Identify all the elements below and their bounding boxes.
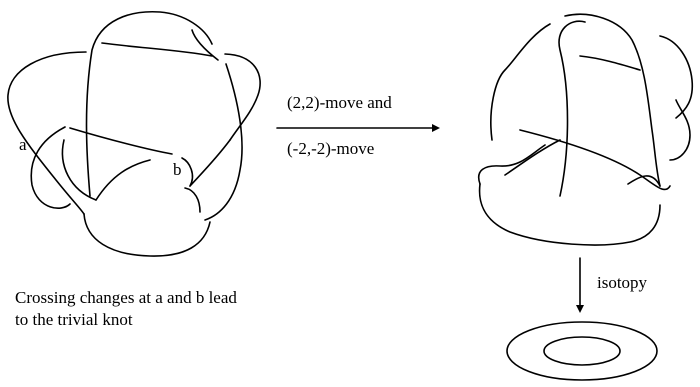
isotopy-label: isotopy (597, 273, 648, 292)
caption-line2: to the trivial knot (15, 310, 133, 329)
knot-strand (7, 51, 87, 215)
crossing-label-b: b (173, 160, 182, 179)
move-label-line1: (2,2)-move and (287, 93, 392, 112)
move-label-line2: (-2,-2)-move (287, 139, 374, 158)
knot-strand (61, 139, 97, 201)
knot-strand (189, 139, 231, 187)
knot-strand (478, 144, 546, 185)
knot-strand (30, 126, 71, 209)
knot-strand (478, 183, 661, 246)
knot-strand (85, 10, 213, 197)
knot-strand (519, 129, 671, 191)
knot-strand (564, 13, 661, 187)
right-knot-diagram (478, 13, 694, 246)
knot-strand (224, 53, 261, 141)
transition-arrow: (2,2)-move and (-2,-2)-move (276, 93, 440, 158)
knot-strand (558, 20, 586, 197)
knot-strand (69, 127, 173, 155)
knot-strand (204, 63, 243, 221)
crossing-label-a: a (19, 135, 27, 154)
knot-strand (181, 157, 194, 187)
knot-strand (191, 29, 219, 61)
knot-strand (101, 42, 213, 57)
knot-strand (490, 23, 551, 141)
knot-strand (659, 35, 694, 119)
caption-line1: Crossing changes at a and b lead (15, 288, 237, 307)
knot-strand (95, 159, 151, 201)
knot-strand (83, 213, 211, 257)
figure-caption: Crossing changes at a and b lead to the … (15, 288, 237, 329)
knot-strand (669, 99, 691, 161)
knot-strand (579, 55, 641, 71)
knot-strand (184, 187, 201, 213)
isotopy-arrow: isotopy (576, 257, 648, 313)
knot-strand (504, 139, 561, 176)
trivial-knot (506, 321, 658, 381)
knot-strand (627, 175, 661, 187)
left-knot-diagram: a b (7, 10, 261, 257)
